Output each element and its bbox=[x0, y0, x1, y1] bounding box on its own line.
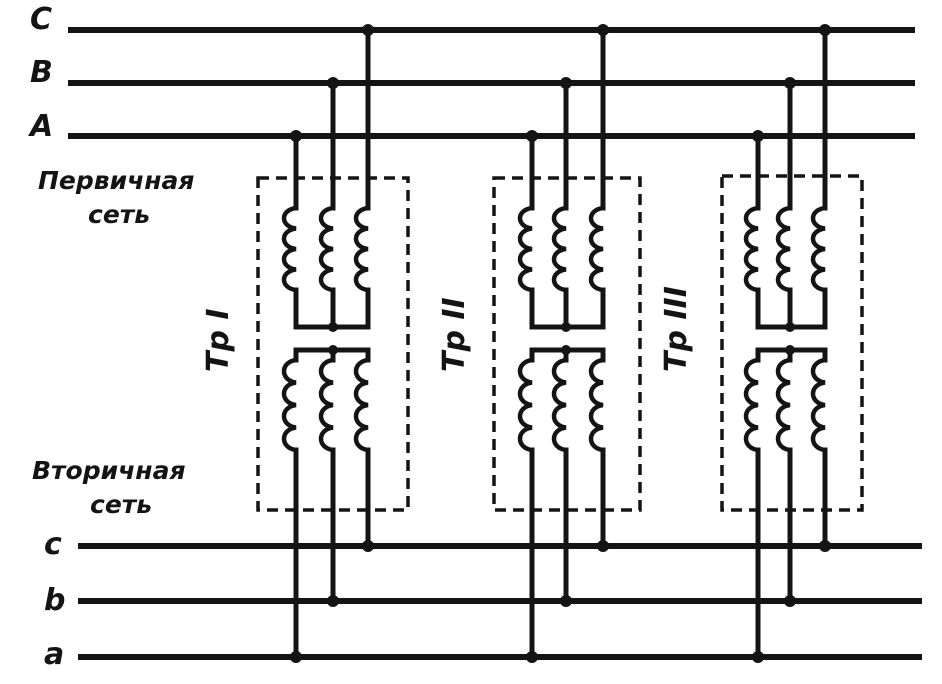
transformer-3-junction-b bbox=[784, 595, 796, 607]
transformer-1-secondary-neutral-dot bbox=[328, 345, 338, 355]
transformer-2-junction-C bbox=[597, 24, 609, 36]
bus-label-c: c bbox=[44, 527, 62, 562]
transformer-2-junction-c bbox=[597, 540, 609, 552]
transformer-3-secondary-coil-1 bbox=[743, 357, 761, 453]
bus-label-C: C bbox=[30, 2, 53, 37]
transformer-2-junction-A bbox=[526, 130, 538, 142]
transformer-3-junction-A bbox=[752, 130, 764, 142]
transformer-2-primary-coil-1 bbox=[517, 205, 535, 293]
transformer-3-secondary-coil-3 bbox=[810, 357, 828, 453]
transformer-1-junction-b bbox=[327, 595, 339, 607]
transformer-1-secondary-coil-2 bbox=[318, 357, 336, 453]
bus-label-a: a bbox=[44, 637, 65, 672]
transformer-3-primary-neutral-dot bbox=[785, 322, 795, 332]
transformer-2-primary-neutral-dot bbox=[561, 322, 571, 332]
transformer-2-secondary-neutral-dot bbox=[561, 345, 571, 355]
primary-network-label-line2: сеть bbox=[88, 200, 151, 229]
transformer-2-junction-b bbox=[560, 595, 572, 607]
transformer-3-junction-B bbox=[784, 77, 796, 89]
transformer-3-primary-coil-3 bbox=[810, 205, 828, 293]
transformer-2-primary-coil-3 bbox=[588, 205, 606, 293]
transformer-3-junction-c bbox=[819, 540, 831, 552]
transformer-1-junction-c bbox=[362, 540, 374, 552]
transformer-label-3: Тр III bbox=[659, 286, 694, 372]
secondary-network-label-line1: Вторичная bbox=[32, 456, 186, 485]
primary-network-label-line1: Первичная bbox=[38, 166, 195, 195]
transformer-3-primary-coil-2 bbox=[775, 205, 793, 293]
transformer-1-primary-coil-3 bbox=[353, 205, 371, 293]
bus-label-B: B bbox=[30, 55, 53, 90]
transformer-3-junction-C bbox=[819, 24, 831, 36]
transformer-2-junction-B bbox=[560, 77, 572, 89]
transformer-2-junction-a bbox=[526, 651, 538, 663]
transformer-2-secondary-coil-2 bbox=[551, 357, 569, 453]
secondary-network-label-line2: сеть bbox=[90, 490, 153, 519]
transformer-3-secondary-coil-2 bbox=[775, 357, 793, 453]
transformer-2-secondary-coil-1 bbox=[517, 357, 535, 453]
transformer-1-primary-coil-2 bbox=[318, 205, 336, 293]
transformer-3-primary-coil-1 bbox=[743, 205, 761, 293]
bus-label-b: b bbox=[44, 583, 66, 618]
transformer-1-primary-coil-1 bbox=[281, 205, 299, 293]
transformer-label-2: Тр II bbox=[437, 297, 472, 372]
transformer-1-primary-neutral-dot bbox=[328, 322, 338, 332]
transformer-1-junction-B bbox=[327, 77, 339, 89]
transformer-2-primary-coil-2 bbox=[551, 205, 569, 293]
transformer-2-secondary-coil-3 bbox=[588, 357, 606, 453]
transformer-1-secondary-coil-3 bbox=[353, 357, 371, 453]
transformer-3-junction-a bbox=[752, 651, 764, 663]
bus-label-A: A bbox=[30, 109, 54, 144]
transformer-1-junction-C bbox=[362, 24, 374, 36]
transformer-3-secondary-neutral-dot bbox=[785, 345, 795, 355]
transformer-1-junction-A bbox=[290, 130, 302, 142]
transformer-1-secondary-coil-1 bbox=[281, 357, 299, 453]
transformer-1-junction-a bbox=[290, 651, 302, 663]
transformer-label-1: Тр I bbox=[201, 308, 236, 372]
